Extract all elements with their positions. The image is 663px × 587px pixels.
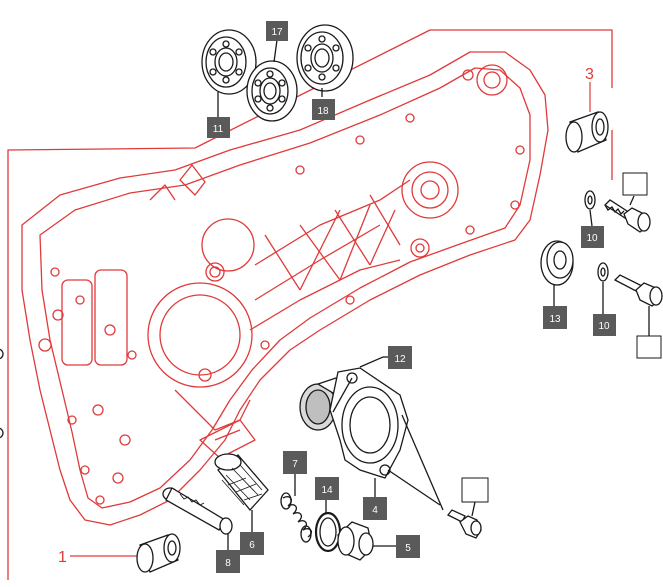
tag-8: 8 <box>216 550 240 573</box>
tag-4: 4 <box>363 497 387 520</box>
svg-text:10: 10 <box>586 233 598 244</box>
svg-text:14: 14 <box>321 485 333 496</box>
empty-box-upper-right <box>622 172 648 196</box>
callout-label-3: 3 <box>585 66 594 83</box>
callout-leaders-red <box>70 82 591 557</box>
svg-text:13: 13 <box>549 314 561 325</box>
empty-box-bolt <box>461 477 489 503</box>
empty-box-lower-right <box>636 335 662 359</box>
o-ring-14 <box>314 500 342 553</box>
tag-17: 17 <box>266 21 288 41</box>
drain-bolt-8 <box>162 487 233 550</box>
tag-6: 6 <box>240 532 264 555</box>
oil-seal-13 <box>540 240 574 306</box>
washer-bolt-lower <box>597 262 663 336</box>
svg-text:10: 10 <box>598 321 610 332</box>
svg-text:17: 17 <box>271 27 283 38</box>
parts-black <box>0 24 663 573</box>
part-tags: 17 11 18 10 13 10 12 7 <box>207 21 616 573</box>
svg-text:18: 18 <box>317 106 329 117</box>
plug-5 <box>337 521 396 561</box>
tag-10a: 10 <box>581 226 604 248</box>
bearing-17 <box>246 60 298 122</box>
svg-text:12: 12 <box>394 354 406 365</box>
tag-14: 14 <box>315 477 339 500</box>
bolt-cover <box>446 501 482 539</box>
svg-text:11: 11 <box>213 124 224 135</box>
tag-10b: 10 <box>593 314 616 336</box>
svg-text:4: 4 <box>372 505 378 516</box>
svg-text:7: 7 <box>292 459 298 470</box>
empty-label-boxes <box>461 172 662 503</box>
tag-18: 18 <box>312 99 335 120</box>
callout-label-1: 1 <box>58 549 67 566</box>
bushing-3 <box>565 111 609 153</box>
strainer-6 <box>214 453 269 532</box>
washer-bolt-upper <box>584 190 651 233</box>
svg-text:6: 6 <box>249 540 255 551</box>
filter-cover-12 <box>299 356 444 511</box>
tag-11: 11 <box>207 117 230 138</box>
svg-text:8: 8 <box>225 558 231 569</box>
tag-5: 5 <box>396 535 420 558</box>
svg-text:5: 5 <box>405 543 411 554</box>
spring-7 <box>280 474 312 543</box>
tag-12: 12 <box>388 346 412 369</box>
bushing-1 <box>136 533 181 573</box>
bearing-18 <box>296 24 354 92</box>
crankcase-housing <box>7 29 613 580</box>
bearing-11 <box>201 29 257 95</box>
tag-7: 7 <box>283 451 307 474</box>
tag-13: 13 <box>543 306 567 329</box>
